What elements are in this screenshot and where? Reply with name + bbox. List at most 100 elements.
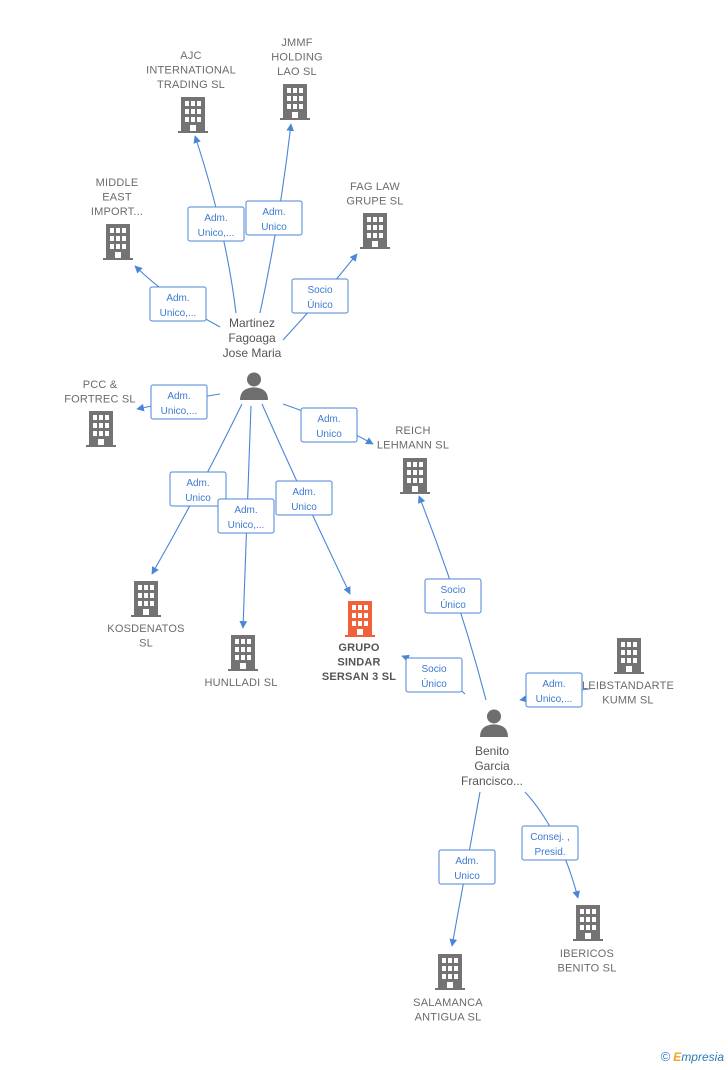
node-label: Francisco...	[461, 774, 523, 788]
edge-label-box	[275, 480, 333, 516]
edge-label-text: Adm.	[167, 391, 190, 402]
edge-label-salamanca[interactable]: Adm.Unico	[438, 849, 496, 885]
node-label: HOLDING	[271, 52, 323, 64]
edge-label-grupo[interactable]: Adm.Unico	[275, 480, 333, 516]
edge-label-ibericos[interactable]: Consej. ,Presid.	[521, 825, 579, 861]
building-icon	[400, 458, 430, 494]
edge-label-text: Adm.	[166, 293, 189, 304]
edge-label-text: Consej. ,	[530, 832, 569, 843]
edge-labels-layer: Adm.Unico,...Adm.UnicoAdm.Unico,...Socio…	[149, 200, 583, 885]
edge-label-hunlladi[interactable]: Adm.Unico,...	[217, 498, 275, 534]
node-benito[interactable]: BenitoGarciaFrancisco...	[461, 709, 523, 788]
node-label: IBERICOS	[560, 948, 614, 960]
node-label: SINDAR	[337, 657, 380, 669]
edge-label-text: Unico	[454, 871, 480, 882]
node-hunlladi[interactable]: HUNLLADI SL	[204, 635, 277, 689]
edge-label-text: Unico	[261, 222, 287, 233]
edge-label-box	[187, 206, 245, 242]
building-icon	[360, 213, 390, 249]
copyright-symbol: ©	[660, 1049, 671, 1064]
building-icon	[228, 635, 258, 671]
node-label: FORTREC SL	[64, 394, 135, 406]
edge-label-text: Socio	[440, 585, 465, 596]
node-label: LEHMANN SL	[377, 440, 449, 452]
edge-label-text: Único	[307, 298, 333, 311]
edge-label-box	[150, 384, 208, 420]
building-icon	[178, 97, 208, 133]
building-icon	[345, 601, 375, 637]
node-label: PCC &	[83, 379, 118, 391]
edge-label-text: Adm.	[542, 679, 565, 690]
node-label: MIDDLE	[96, 177, 139, 189]
node-label: KUMM SL	[602, 695, 654, 707]
node-label: REICH	[395, 425, 430, 437]
nodes-layer: AJC INTERNATIONAL TRADING SL JMMFHOLDINGLAO…	[64, 37, 674, 1024]
node-label: HUNLLADI SL	[204, 677, 277, 689]
node-label: TRADING SL	[157, 79, 225, 91]
node-label: Martinez	[229, 316, 275, 330]
node-label: SERSAN 3 SL	[322, 671, 396, 683]
edge-label-kosdenatos[interactable]: Adm.Unico	[169, 471, 227, 507]
edge-label-jmmf[interactable]: Adm. Unico	[245, 200, 303, 236]
node-reich[interactable]: REICH LEHMANN SL	[377, 425, 449, 494]
edge-label-box	[217, 498, 275, 534]
edge-label-text: Unico,...	[536, 694, 573, 705]
node-label: GRUPE SL	[346, 196, 403, 208]
building-icon	[86, 411, 116, 447]
edge-label-text: Único	[421, 677, 447, 690]
edge-label-text: Socio	[421, 664, 446, 675]
edge-label-text: Socio	[307, 285, 332, 296]
edge-label-text: Unico,...	[160, 308, 197, 319]
node-label: GRUPO	[338, 642, 380, 654]
building-icon	[573, 905, 603, 941]
edge-label-reich[interactable]: Adm.Unico	[300, 407, 358, 443]
node-label: BENITO SL	[557, 963, 616, 975]
edge-label-text: Adm.	[317, 414, 340, 425]
edge-label-text: Único	[440, 598, 466, 611]
node-ibericos[interactable]: IBERICOS BENITO SL	[557, 905, 616, 975]
node-label: SL	[139, 638, 153, 650]
edge-label-text: Unico,...	[198, 228, 235, 239]
node-middle[interactable]: MIDDLEEASTIMPORT...	[91, 177, 143, 260]
building-icon	[280, 84, 310, 120]
edge-label-text: Unico,...	[161, 406, 198, 417]
edge-label-text: Adm.	[262, 207, 285, 218]
node-label: Benito	[475, 744, 509, 758]
node-pcc[interactable]: PCC & FORTREC SL	[64, 379, 136, 447]
building-icon	[131, 581, 161, 617]
edge-label-ajc[interactable]: Adm. Unico,...	[187, 206, 245, 242]
edge-label-text: Unico,...	[228, 520, 265, 531]
node-label: EAST	[102, 192, 132, 204]
edge-label-box	[525, 672, 583, 708]
edge-label-box	[521, 825, 579, 861]
edge-label-box	[169, 471, 227, 507]
building-icon	[614, 638, 644, 674]
edge-label-middle[interactable]: Adm. Unico,...	[149, 286, 207, 322]
edge-label-pcc[interactable]: Adm. Unico,...	[150, 384, 208, 420]
node-label: INTERNATIONAL	[146, 65, 236, 77]
building-icon	[103, 224, 133, 260]
node-grupo[interactable]: GRUPO SINDAR SERSAN 3 SL	[322, 601, 396, 683]
edge-label-box	[438, 849, 496, 885]
empresia-logo[interactable]: Empresia	[673, 1050, 724, 1064]
edge-label-box	[405, 657, 463, 693]
edge-label-leib[interactable]: Adm. Unico,...	[525, 672, 583, 708]
node-label: AJC	[180, 50, 201, 62]
edge-label-box	[245, 200, 303, 236]
edge-label-text: Adm.	[204, 213, 227, 224]
footer-brand: ©Empresia	[661, 1049, 724, 1064]
node-label: Jose Maria	[223, 346, 282, 360]
building-icon	[435, 954, 465, 990]
edge-label-text: Adm.	[186, 478, 209, 489]
node-ajc[interactable]: AJC INTERNATIONAL TRADING SL	[146, 50, 236, 133]
